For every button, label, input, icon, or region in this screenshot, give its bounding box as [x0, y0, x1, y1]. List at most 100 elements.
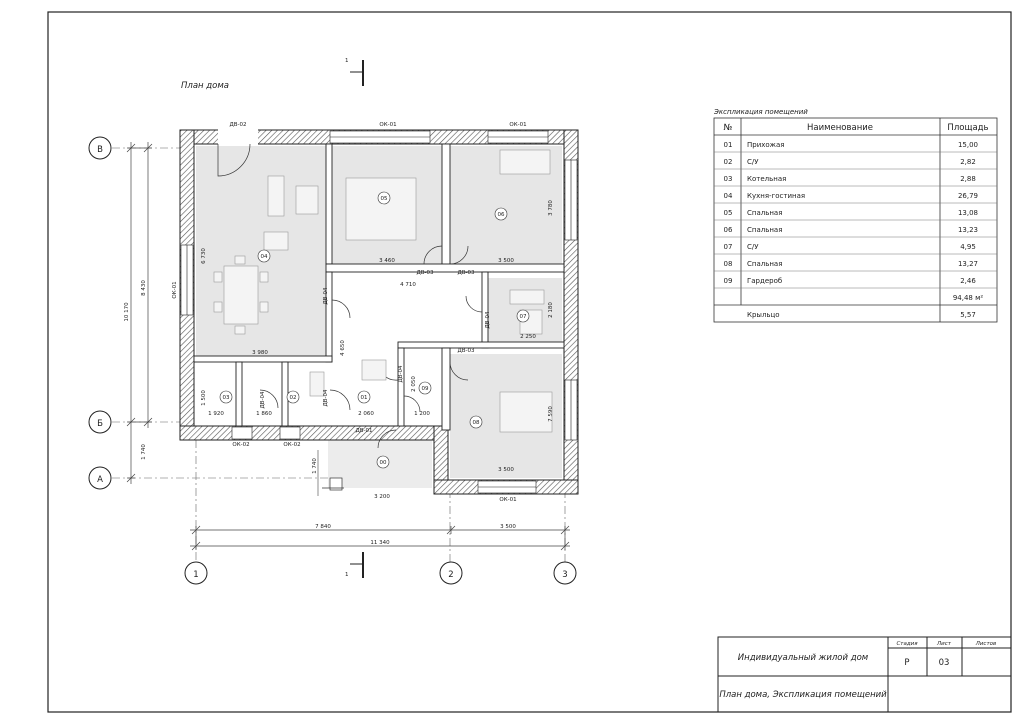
table-row: 08 Спальная 13,27: [724, 260, 978, 268]
axis-bubble-1: [184, 561, 208, 585]
svg-text:07: 07: [520, 314, 527, 320]
interior-dimension-texts: 3 460 3 500 4 710 3 980 1 920 1 860 2 06…: [201, 200, 554, 500]
svg-text:06: 06: [724, 226, 733, 234]
svg-text:3 200: 3 200: [374, 494, 390, 500]
axis-bubbles-left: В Б А: [88, 136, 330, 490]
svg-text:1 920: 1 920: [208, 411, 224, 417]
room-tag-06: [494, 207, 508, 221]
title-block-col-sheets: Листов: [975, 641, 997, 647]
table-row: 06 Спальная 13,23: [724, 226, 978, 234]
title-block-sheet-title: План дома, Экспликация помещений: [719, 690, 887, 700]
dim-8430: 8 430: [141, 280, 147, 296]
svg-text:05: 05: [724, 209, 733, 217]
explication-row-lines: [714, 151, 997, 289]
table-row: 02 С/У 2,82: [724, 158, 976, 166]
label-door-01: ДВ-04: [323, 389, 329, 407]
svg-text:13,08: 13,08: [958, 209, 978, 217]
explication-header-num: №: [724, 123, 733, 133]
svg-text:В: В: [97, 145, 103, 155]
svg-text:Б: Б: [97, 419, 103, 429]
label-door-07: ДВ-04: [485, 311, 491, 329]
svg-text:3 780: 3 780: [548, 200, 554, 216]
svg-text:3: 3: [562, 570, 567, 580]
table-row: Крыльцо 5,57: [747, 311, 976, 319]
svg-text:03: 03: [724, 175, 733, 183]
svg-text:Спальная: Спальная: [747, 260, 782, 268]
title-block-col-sheet: Лист: [936, 641, 952, 647]
svg-text:09: 09: [422, 386, 429, 392]
svg-text:13,27: 13,27: [958, 260, 978, 268]
section-mark-top: 1: [345, 58, 364, 86]
room-tag-04: [257, 249, 271, 263]
label-window-top-1: ОК-01: [379, 122, 396, 128]
room-tags: 04 05 06 07 08 09 01 02 03 00: [219, 191, 530, 469]
axis-bubble-2: [439, 561, 463, 585]
svg-text:1 740: 1 740: [312, 458, 318, 474]
svg-text:03: 03: [223, 395, 230, 401]
label-door-06: ДВ-03: [457, 270, 475, 276]
room-tag-03: [219, 390, 233, 404]
dim-7840: 7 840: [315, 524, 331, 530]
table-row: 05 Спальная 13,08: [724, 209, 978, 217]
room-tag-08: [469, 415, 483, 429]
room-tag-05: [377, 191, 391, 205]
svg-text:Гардероб: Гардероб: [747, 277, 782, 285]
room-tag-09: [418, 381, 432, 395]
axis-bubble-a: [88, 466, 112, 490]
svg-text:А: А: [97, 475, 103, 485]
left-dimensions: [126, 142, 153, 484]
svg-text:1 860: 1 860: [256, 411, 272, 417]
svg-text:2 250: 2 250: [520, 334, 536, 340]
label-door-08: ДВ-03: [457, 348, 475, 354]
svg-text:Прихожая: Прихожая: [747, 141, 785, 149]
svg-text:4 650: 4 650: [340, 340, 346, 356]
explication-header-name: Наименование: [807, 123, 873, 133]
svg-text:01: 01: [361, 395, 368, 401]
svg-text:3 460: 3 460: [379, 258, 395, 264]
svg-text:26,79: 26,79: [958, 192, 978, 200]
svg-text:Спальная: Спальная: [747, 209, 782, 217]
svg-text:01: 01: [724, 141, 733, 149]
svg-text:С/У: С/У: [747, 158, 759, 166]
svg-text:02: 02: [724, 158, 733, 166]
svg-text:4,95: 4,95: [960, 243, 976, 251]
title-block-stage: Р: [904, 658, 909, 668]
table-row: 01 Прихожая 15,00: [724, 141, 978, 149]
svg-text:1: 1: [193, 570, 198, 580]
table-row: 04 Кухня-гостиная 26,79: [724, 192, 978, 200]
title-block-col-stage: Стадия: [896, 641, 918, 647]
title-block-project: Индивидуальный жилой дом: [738, 653, 869, 663]
svg-text:Кухня-гостиная: Кухня-гостиная: [747, 192, 805, 200]
svg-text:1 500: 1 500: [201, 390, 207, 406]
window-bottom-1: [231, 426, 253, 440]
title-block: [717, 636, 1012, 713]
svg-text:05: 05: [381, 196, 388, 202]
label-door-entry-left: ДВ-02: [229, 122, 246, 128]
svg-text:7 590: 7 590: [548, 406, 554, 422]
porch-step: [329, 477, 343, 491]
svg-text:4 710: 4 710: [400, 282, 416, 288]
svg-text:2,46: 2,46: [960, 277, 976, 285]
table-row: 03 Котельная 2,88: [724, 175, 976, 183]
svg-text:2 180: 2 180: [548, 302, 554, 318]
sheet-frame: [47, 11, 1012, 713]
svg-text:2 060: 2 060: [358, 411, 374, 417]
explication-title: Экспликация помещений: [713, 108, 808, 116]
svg-text:15,00: 15,00: [958, 141, 978, 149]
table-row: 09 Гардероб 2,46: [724, 277, 977, 285]
axis-bubble-3: [553, 561, 577, 585]
room-tag-00: [376, 455, 390, 469]
svg-text:2,88: 2,88: [960, 175, 976, 183]
room-tag-07: [516, 309, 530, 323]
table-row: 07 С/У 4,95: [724, 243, 976, 251]
title-block-sheet: 03: [939, 658, 950, 668]
axis-bubble-b: [88, 410, 112, 434]
svg-text:1 200: 1 200: [414, 411, 430, 417]
interior-doors: [259, 245, 483, 449]
svg-text:Спальная: Спальная: [747, 226, 782, 234]
svg-text:2: 2: [448, 570, 453, 580]
svg-text:07: 07: [724, 243, 733, 251]
svg-text:3 500: 3 500: [498, 467, 514, 473]
svg-text:00: 00: [380, 460, 387, 466]
